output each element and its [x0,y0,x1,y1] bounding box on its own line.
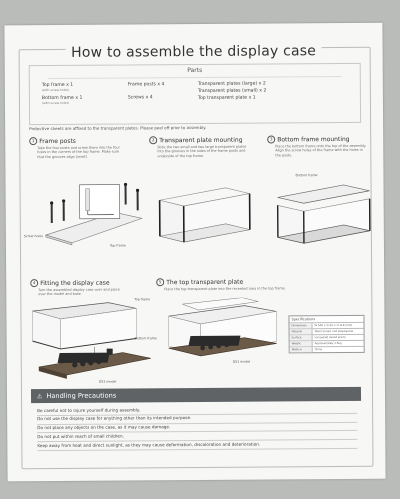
callout-d51-model-4: D51 model [98,379,117,384]
part-frame-posts: Frame posts x 4 [127,82,165,88]
callout-top-frame-1: Top frame [109,243,126,248]
page-title: How to assemble the display case [5,43,383,62]
instruction-sheet: How to assemble the display case Parts T… [4,22,386,482]
callout-bottom-frame-4: Bottom frame [134,336,157,341]
parts-divider [47,75,342,80]
step-5-illustration [168,297,277,357]
part-bottom-frame: Bottom frame x 1(with screw holes) [41,95,83,106]
callout-top-frame-4: Top frame [134,297,151,302]
parts-box: Parts Top frame x 1(with screw holes) Fr… [28,62,362,126]
part-screws: Screws x 4 [127,95,153,101]
step-4-desc: Turn the assembled display case over and… [38,287,120,297]
parts-heading: Parts [187,66,203,75]
step-1-desc: Take the four posts and screw them into … [37,145,120,159]
part-top-plate: Top transparent plate x 1 [197,95,256,101]
part-plates-small: Transparent plates (small) x 2 [197,88,267,94]
step-3-desc: Place the bottom frame onto the top of t… [275,143,367,158]
part-plates-large: Transparent plates (large) x 2 [197,81,266,87]
step-2-desc: Slide the two small and two large transp… [157,144,247,159]
handling-heading: Handling Precautions [46,391,117,401]
callout-screw-holes: Screw holes [23,234,43,239]
precautions-list: Be careful not to injure yourself during… [37,404,358,452]
step-3-illustration [276,184,371,244]
step-2-illustration [158,187,251,243]
callout-d51-model-5: D51 model [232,359,251,364]
step-1-illustration [44,182,143,246]
handling-precautions-bar: ⚠Handling Precautions [30,386,362,404]
step-4-illustration [32,302,151,379]
warning-triangle-icon: ⚠ [36,393,43,401]
callout-bottom-frame-3: Bottom frame [295,173,318,178]
part-top-frame: Top frame x 1(with screw holes) [41,82,74,93]
